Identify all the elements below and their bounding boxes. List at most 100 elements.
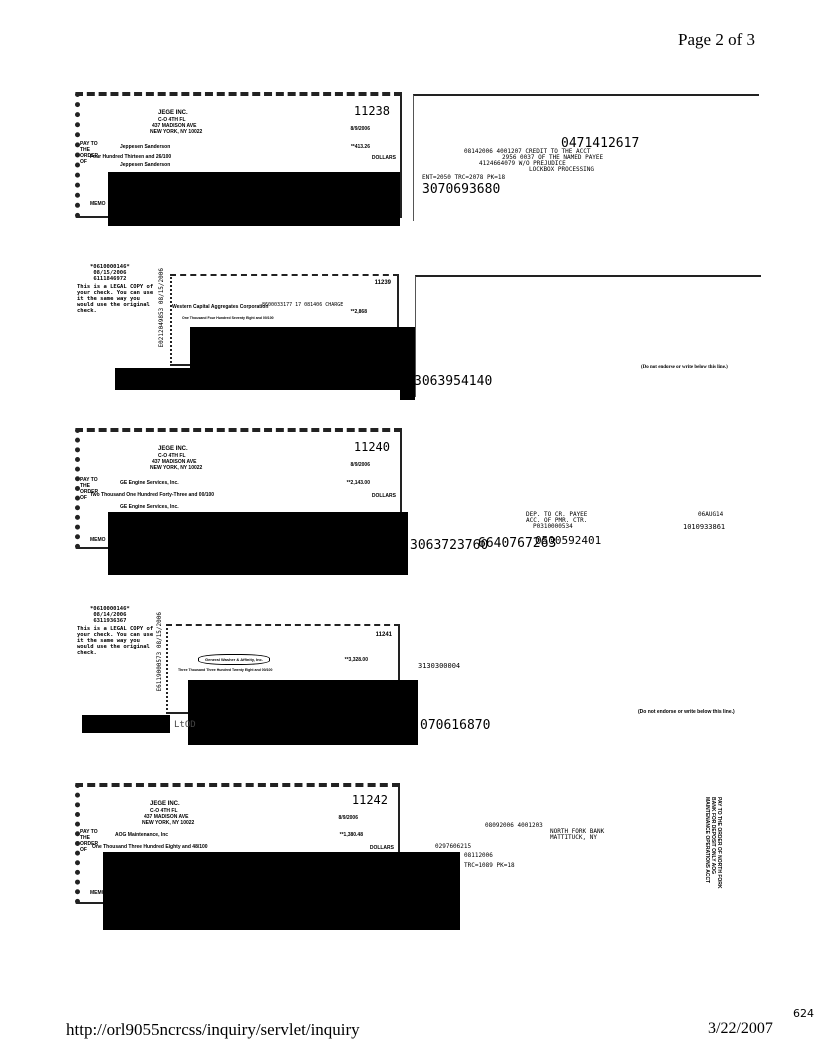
payee-address: GE Engine Services, Inc. bbox=[120, 504, 179, 510]
endorse-line: 08112006 bbox=[464, 852, 493, 859]
check-number: 11242 bbox=[351, 793, 388, 807]
payer-name: JEGE INC. bbox=[150, 801, 180, 807]
amount-words: Four Hundred Thirteen and 26/100 bbox=[90, 154, 172, 160]
memo-label: MEMO bbox=[90, 890, 106, 896]
payer-address: C-O 4TH FL bbox=[158, 117, 186, 123]
pay-to-label: PAY TO THE ORDER OF bbox=[80, 477, 99, 501]
endorse-line: 08142006 4001207 CREDIT TO THE ACCT bbox=[464, 148, 591, 155]
payee: Western Capital Aggregates Corporation bbox=[172, 304, 269, 310]
payer-street: 437 MADISON AVE bbox=[152, 123, 197, 129]
redaction bbox=[108, 512, 400, 575]
payee-address: Jeppesen Sanderson bbox=[120, 162, 171, 168]
check-back-11240: DEP. TO CR. PAYEE ACC. OF PMR. CTR. P031… bbox=[408, 430, 758, 555]
no-endorse-notice: (Do not endorse or write below this line… bbox=[638, 709, 735, 715]
payer-name: JEGE INC. bbox=[158, 446, 188, 452]
footer-date: 3/22/2007 bbox=[708, 1020, 773, 1037]
check-number: 11239 bbox=[374, 280, 391, 286]
payer-city: NEW YORK, NY 10022 bbox=[142, 820, 195, 826]
payee: General Washer & Affinity, Inc. bbox=[198, 654, 270, 665]
check-back-11241: 3130300004 070616870 (Do not endorse or … bbox=[418, 612, 758, 737]
endorse-line: ENT=2050 TRC=2078 PK=18 bbox=[422, 174, 506, 181]
check-back-11238: 08142006 4001207 CREDIT TO THE ACCT 2956… bbox=[413, 94, 759, 221]
payer-city: NEW YORK, NY 10022 bbox=[150, 129, 203, 135]
endorse-line: TRC=1089 PK=18 bbox=[464, 862, 515, 869]
page-stamp: 624 bbox=[793, 1007, 814, 1020]
redaction bbox=[103, 852, 400, 930]
endorse-line: P0310000534 bbox=[533, 523, 573, 530]
amount-words: One Thousand Four Hundred Seventy Eight … bbox=[182, 316, 274, 320]
endorse-line: 4124664079 W/O PREJUDICE bbox=[479, 160, 566, 167]
page-number: Page 2 of 3 bbox=[678, 30, 755, 49]
trace-number: 6640767263 bbox=[478, 536, 557, 551]
bank-date: 06AUG14 bbox=[698, 511, 724, 518]
redaction bbox=[400, 512, 408, 575]
no-endorse-notice: (Do not endorse or write below this line… bbox=[641, 365, 728, 370]
dollars-label: DOLLARS bbox=[369, 845, 394, 851]
bank-ref: 1010933861 bbox=[683, 523, 726, 531]
footer-url: http://orl9055ncrcss/inquiry/servlet/inq… bbox=[66, 1020, 360, 1039]
endorse-line: NORTH FORK BANK bbox=[550, 828, 605, 835]
trace-number-2: 0500592401 bbox=[535, 534, 602, 547]
endorse-line: DEP. TO CR. PAYEE bbox=[526, 511, 588, 518]
amount-words: One Thousand Three Hundred Eighty and 48… bbox=[92, 844, 208, 850]
payer-street: 437 MADISON AVE bbox=[144, 814, 189, 820]
payer-city: NEW YORK, NY 10022 bbox=[150, 465, 203, 471]
side-code: E6119000573 08/15/2006 bbox=[156, 612, 163, 692]
amount: **2,143.00 bbox=[346, 480, 370, 486]
check-number: 11238 bbox=[353, 104, 390, 118]
legal-copy-notice: This is a LEGAL COPY of your check. You … bbox=[77, 284, 154, 314]
overprint: 8600033177 17 081406 CHARGE bbox=[262, 302, 344, 308]
check-back-11242: 08092006 4001203 NORTH FORK BANK MATTITU… bbox=[400, 783, 758, 933]
memo-label: MEMO bbox=[90, 537, 106, 543]
endorsement-stamp: PAY TO THE ORDER OF NORTH FORK BANK FOR … bbox=[704, 797, 722, 889]
redaction bbox=[400, 680, 418, 745]
redaction bbox=[400, 327, 415, 400]
redaction bbox=[400, 852, 460, 930]
endorse-line: ACC. OF PMR. CTR. bbox=[526, 517, 588, 524]
endorse-line: 0297606215 bbox=[435, 843, 472, 850]
endorse-line: 2956 0037 OF THE NAMED PAYEE bbox=[502, 154, 604, 161]
payer-name: JEGE INC. bbox=[158, 110, 188, 116]
endorse-line: MATTITUCK, NY bbox=[550, 834, 597, 841]
sequence-number: 070616870 bbox=[420, 718, 491, 733]
pay-to-label: PAY TO THE ORDER OF bbox=[80, 141, 99, 165]
amount: **3,328.00 bbox=[344, 657, 368, 663]
redaction bbox=[188, 680, 400, 745]
sequence-number: 3070693680 bbox=[422, 182, 501, 197]
side-code: E0212049853 08/15/2006 bbox=[158, 268, 165, 348]
partial-text: LtOD bbox=[174, 720, 196, 730]
amount-words: Three Thousand Three Hundred Twenty Eigh… bbox=[178, 668, 273, 672]
bank-code: 3130300004 bbox=[418, 662, 461, 670]
memo-label: MEMO bbox=[90, 201, 106, 207]
payee: AOG Maintenance, Inc bbox=[115, 832, 169, 838]
amount: **2,868 bbox=[350, 309, 367, 315]
check-number: 11241 bbox=[375, 632, 392, 638]
sequence-number: 3063723760 bbox=[410, 538, 489, 553]
redaction bbox=[115, 368, 195, 390]
check-number: 11240 bbox=[353, 440, 390, 454]
endorse-line: LOCKBOX PROCESSING bbox=[529, 166, 595, 173]
redaction bbox=[108, 172, 400, 226]
payer-address: C-O 4TH FL bbox=[150, 808, 178, 814]
amount: **413.26 bbox=[350, 144, 370, 150]
legal-copy-notice: This is a LEGAL COPY of your check. You … bbox=[77, 626, 154, 656]
dollars-label: DOLLARS bbox=[371, 493, 396, 499]
payer-address: C-O 4TH FL bbox=[158, 453, 186, 459]
amount-words: Two Thousand One Hundred Forty-Three and… bbox=[90, 492, 215, 498]
payer-street: 437 MADISON AVE bbox=[152, 459, 197, 465]
redaction bbox=[190, 327, 400, 390]
check-back-11239: 3063954140 (Do not endorse or write belo… bbox=[414, 275, 761, 397]
check-date: 8/9/2006 bbox=[350, 126, 370, 132]
endorse-line: 08092006 4001203 bbox=[485, 822, 543, 829]
dollars-label: DOLLARS bbox=[371, 155, 396, 161]
sequence-number: 3063954140 bbox=[414, 374, 493, 389]
payee: Jeppesen Sanderson bbox=[120, 144, 171, 150]
check-date: 8/9/2006 bbox=[338, 815, 358, 821]
check-date: 8/9/2006 bbox=[350, 462, 370, 468]
amount: **1,380.48 bbox=[339, 832, 363, 838]
trace-number: 0471412617 bbox=[561, 136, 640, 151]
pay-to-label: PAY TO THE ORDER OF bbox=[80, 829, 99, 853]
